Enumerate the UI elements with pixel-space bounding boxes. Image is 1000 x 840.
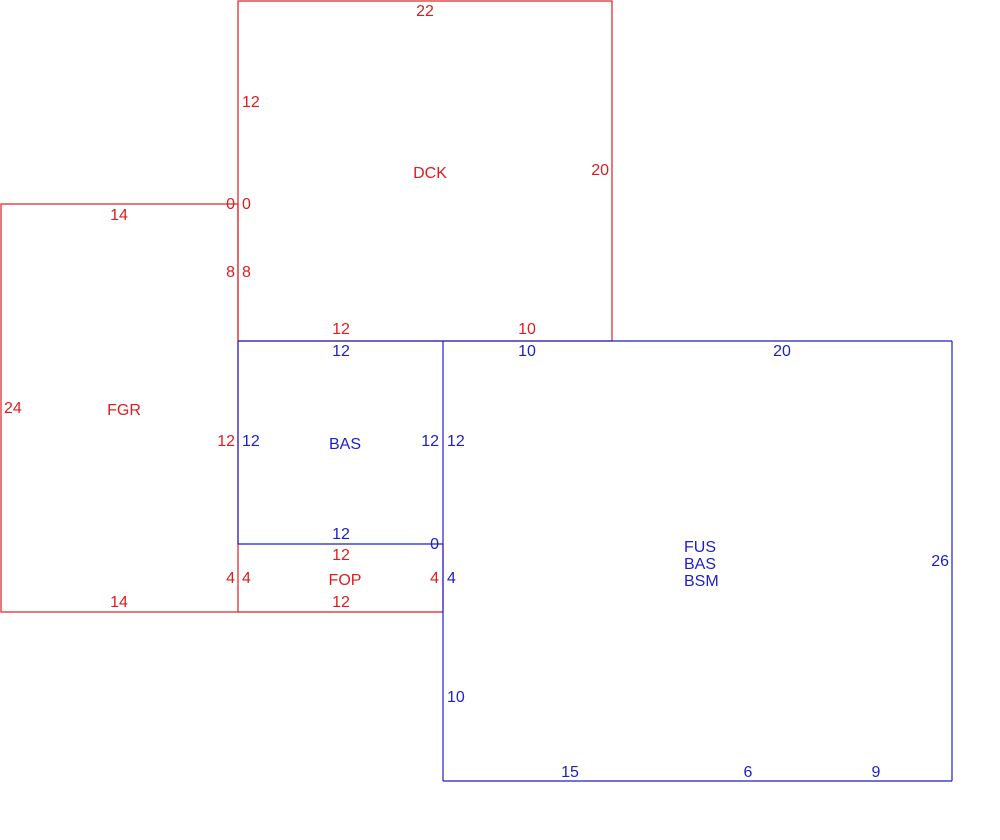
fgr-right-upper-dim: 8	[226, 264, 235, 281]
fgr-top-dim: 14	[110, 207, 128, 224]
fop-right-blue-dim: 4	[447, 570, 456, 587]
dck-label: DCK	[413, 165, 447, 182]
bas-left-dim: 12	[242, 433, 260, 450]
main-bottom-dim-1: 15	[561, 764, 579, 781]
main-left-lower-dim: 10	[447, 689, 465, 706]
bas-bottom-dim: 12	[332, 526, 350, 543]
main-label-line-3: BSM	[684, 573, 719, 590]
fop-left-dim: 4	[242, 570, 251, 587]
main-top-left-dim: 10	[518, 343, 536, 360]
red-outlines	[0, 0, 613, 613]
bas-labels: BAS 12 12 12 12 12	[242, 343, 465, 543]
fop-corner-dim: 0	[430, 536, 439, 553]
fop-label: FOP	[329, 572, 362, 589]
fop-bottom-dim: 12	[332, 594, 350, 611]
main-label-line-2: BAS	[684, 556, 716, 573]
bas-right-inner-dim: 12	[421, 433, 439, 450]
fop-labels: FOP 12 4 4 4 12 0	[242, 536, 456, 611]
main-bottom-dim-2: 6	[744, 764, 753, 781]
fgr-right-mid-dim: 12	[217, 433, 235, 450]
fop-top-dim: 12	[332, 547, 350, 564]
bas-right-outer-dim: 12	[447, 433, 465, 450]
dck-bottom-left-dim: 12	[332, 321, 350, 338]
dck-left-lower-dim: 8	[242, 264, 251, 281]
fgr-right-lower-dim: 4	[226, 570, 235, 587]
dck-left-mid-dim: 0	[242, 196, 251, 213]
main-top-right-dim: 20	[773, 343, 791, 360]
fop-right-red-dim: 4	[430, 570, 439, 587]
dck-left-upper-dim: 12	[242, 94, 260, 111]
fgr-top-end-dim: 0	[226, 196, 235, 213]
bas-label: BAS	[329, 436, 361, 453]
dck-right-dim: 20	[591, 162, 609, 179]
bas-top-dim: 12	[332, 343, 350, 360]
blue-outlines	[237, 340, 953, 782]
fgr-labels: FGR 14 0 8 24 12 4 14	[4, 196, 235, 611]
main-label-line-1: FUS	[684, 539, 716, 556]
dck-bottom-right-dim: 10	[518, 321, 536, 338]
fgr-bottom-dim: 14	[110, 594, 128, 611]
main-bottom-dim-3: 9	[872, 764, 881, 781]
dck-labels: DCK 22 12 0 8 20 12 10	[242, 3, 609, 338]
fgr-label: FGR	[107, 402, 141, 419]
dck-top-dim: 22	[416, 3, 434, 20]
fgr-left-dim: 24	[4, 400, 22, 417]
main-right-dim: 26	[931, 553, 949, 570]
main-labels: FUS BAS BSM 10 20 26 10 15 6 9	[447, 343, 949, 781]
